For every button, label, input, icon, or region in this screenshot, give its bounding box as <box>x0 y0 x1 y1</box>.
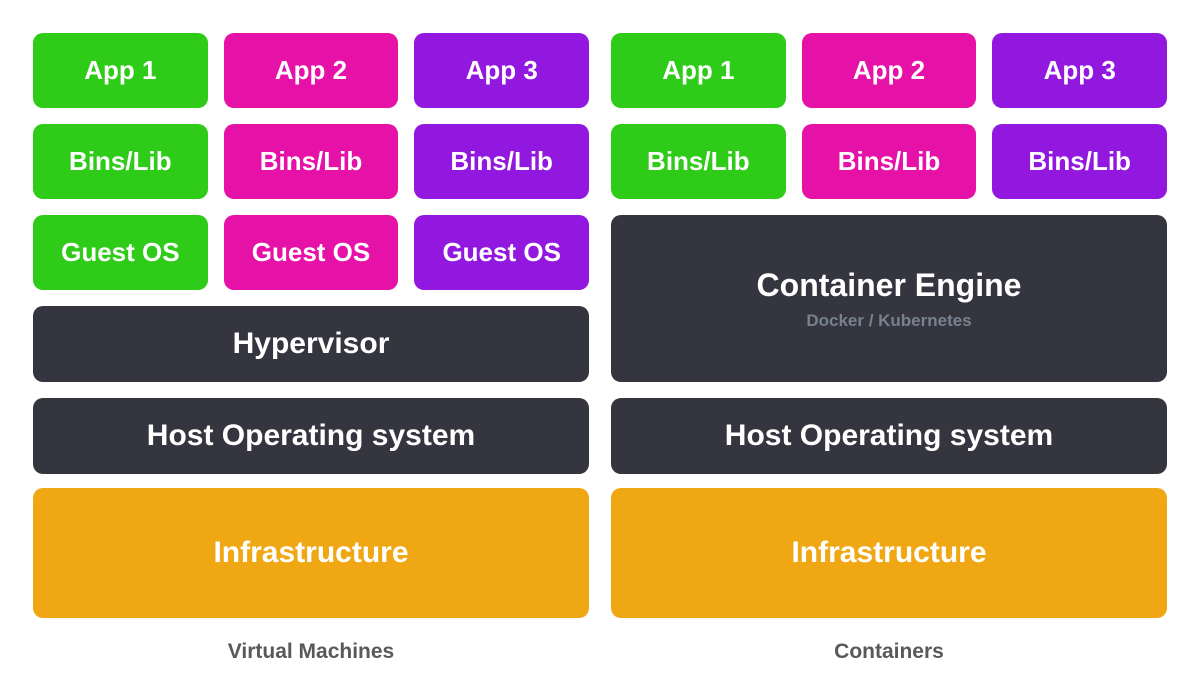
vm-host-os-layer: Host Operating system <box>33 398 589 474</box>
vm-app-1-box: App 1 <box>33 33 208 108</box>
container-engine-layer: Container Engine Docker / Kubernetes <box>611 215 1167 382</box>
container-binslib-row: Bins/Lib Bins/Lib Bins/Lib <box>611 124 1168 199</box>
containers-stack-caption: Containers <box>834 640 944 663</box>
vm-infrastructure-layer: Infrastructure <box>33 488 589 618</box>
container-binslib-3-box: Bins/Lib <box>992 124 1168 199</box>
vm-binslib-2-box: Bins/Lib <box>223 124 399 199</box>
vm-guestos-1-box: Guest OS <box>33 215 208 290</box>
container-app-3-box: App 3 <box>992 33 1168 108</box>
vm-binslib-1-box: Bins/Lib <box>33 124 208 199</box>
vm-guestos-row: Guest OS Guest OS Guest OS <box>33 215 590 290</box>
container-engine-title: Container Engine <box>756 267 1022 304</box>
containers-stack: App 1 App 2 App 3 Bins/Lib Bins/Lib Bins… <box>611 33 1168 675</box>
container-app-1-box: App 1 <box>611 33 786 108</box>
vm-stack-caption: Virtual Machines <box>227 640 395 663</box>
container-engine-subtitle: Docker / Kubernetes <box>806 310 972 330</box>
vm-app-row: App 1 App 2 App 3 <box>33 33 590 108</box>
container-app-2-box: App 2 <box>801 33 977 108</box>
vm-guestos-3-box: Guest OS <box>414 215 590 290</box>
vm-binslib-3-box: Bins/Lib <box>414 124 590 199</box>
container-binslib-2-box: Bins/Lib <box>801 124 977 199</box>
container-app-row: App 1 App 2 App 3 <box>611 33 1168 108</box>
hypervisor-layer: Hypervisor <box>33 306 589 382</box>
vm-app-3-box: App 3 <box>414 33 590 108</box>
container-binslib-1-box: Bins/Lib <box>611 124 786 199</box>
vm-stack: App 1 App 2 App 3 Bins/Lib Bins/Lib Bins… <box>33 33 590 675</box>
vm-binslib-row: Bins/Lib Bins/Lib Bins/Lib <box>33 124 590 199</box>
vm-guestos-2-box: Guest OS <box>223 215 399 290</box>
vm-app-2-box: App 2 <box>223 33 399 108</box>
container-host-os-layer: Host Operating system <box>611 398 1167 474</box>
container-infrastructure-layer: Infrastructure <box>611 488 1167 618</box>
